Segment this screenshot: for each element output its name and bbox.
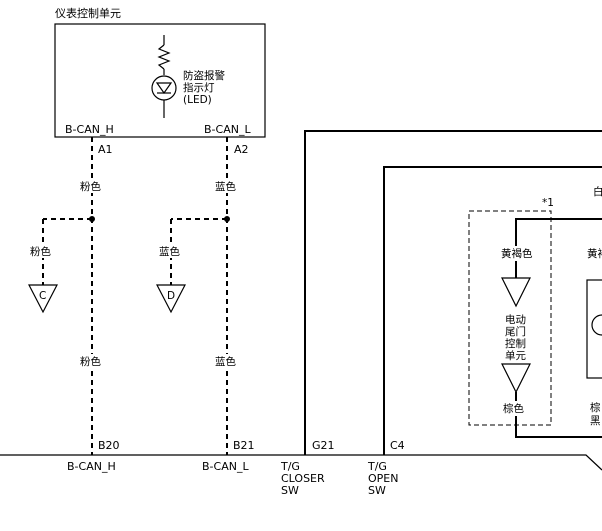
right-clip-low1-label: 棕 bbox=[590, 401, 601, 414]
connector-d-label: D bbox=[167, 290, 175, 302]
lamp-label-line3: (LED) bbox=[183, 94, 212, 106]
tailgate-label-3: 控制 bbox=[505, 337, 526, 350]
c4-label-line3: SW bbox=[368, 484, 386, 497]
wire-tg-closer-sw bbox=[304, 130, 602, 455]
tailgate-label-4: 单元 bbox=[505, 350, 526, 362]
wire-color-left-top: 粉色 bbox=[80, 180, 101, 193]
wire-color-left-branch: 粉色 bbox=[30, 245, 51, 258]
pin-a2: A2 bbox=[234, 143, 249, 156]
pin-c4: C4 bbox=[390, 439, 405, 452]
bottom-pin-name-bcan-l: B-CAN_L bbox=[202, 460, 249, 473]
right-clip-box bbox=[586, 279, 602, 379]
g21-label-line3: SW bbox=[281, 484, 299, 497]
led-lamp-icon bbox=[151, 35, 177, 118]
wire-color-right-branch: 蓝色 bbox=[159, 245, 180, 258]
pin-b21: B21 bbox=[233, 439, 255, 452]
lamp-label-line1: 防盗报警 bbox=[183, 69, 225, 82]
c4-label-line2: OPEN bbox=[368, 472, 398, 485]
wire-tg-open-sw bbox=[383, 166, 602, 455]
connector-c-label: C bbox=[39, 290, 46, 302]
tailgate-connector-top-icon bbox=[501, 277, 531, 308]
tailgate-note: *1 bbox=[542, 197, 554, 209]
connector-c-icon bbox=[28, 284, 58, 314]
c4-label-line1: T/G bbox=[367, 460, 387, 473]
bottom-pin-name-bcan-h: B-CAN_H bbox=[67, 460, 116, 473]
tailgate-unit-box bbox=[468, 210, 552, 426]
tailgate-wire-top-color: 黄褐色 bbox=[501, 247, 533, 260]
ipu-box bbox=[54, 23, 266, 138]
wire-color-left-bottom: 粉色 bbox=[80, 355, 101, 368]
ipu-pin-name-bcan-h: B-CAN_H bbox=[65, 123, 114, 136]
pin-g21: G21 bbox=[312, 439, 335, 452]
right-clip-mid-label: 黄褐 bbox=[587, 247, 602, 260]
pin-b20: B20 bbox=[98, 439, 120, 452]
ipu-pin-name-bcan-l: B-CAN_L bbox=[204, 123, 251, 136]
right-clip-low2-label: 黑 bbox=[590, 415, 601, 427]
right-clip-circle-icon bbox=[591, 314, 602, 336]
tailgate-wire-bottom-color: 棕色 bbox=[503, 402, 524, 415]
lamp-label-line2: 指示灯 bbox=[183, 81, 215, 94]
tailgate-connector-bottom-icon bbox=[501, 363, 531, 394]
ipu-title: 仪表控制单元 bbox=[55, 6, 121, 20]
wire-color-right-top: 蓝色 bbox=[215, 180, 236, 193]
wire-color-right-bottom: 蓝色 bbox=[215, 355, 236, 368]
right-clip-top-label: 白 bbox=[593, 185, 602, 198]
bottom-module-box bbox=[0, 454, 602, 471]
g21-label-line2: CLOSER bbox=[281, 472, 325, 485]
tailgate-label-2: 尾门 bbox=[505, 325, 526, 338]
g21-label-line1: T/G bbox=[280, 460, 300, 473]
tailgate-label-1: 电动 bbox=[505, 313, 526, 326]
pin-a1: A1 bbox=[98, 143, 113, 156]
connector-d-icon bbox=[156, 284, 186, 314]
